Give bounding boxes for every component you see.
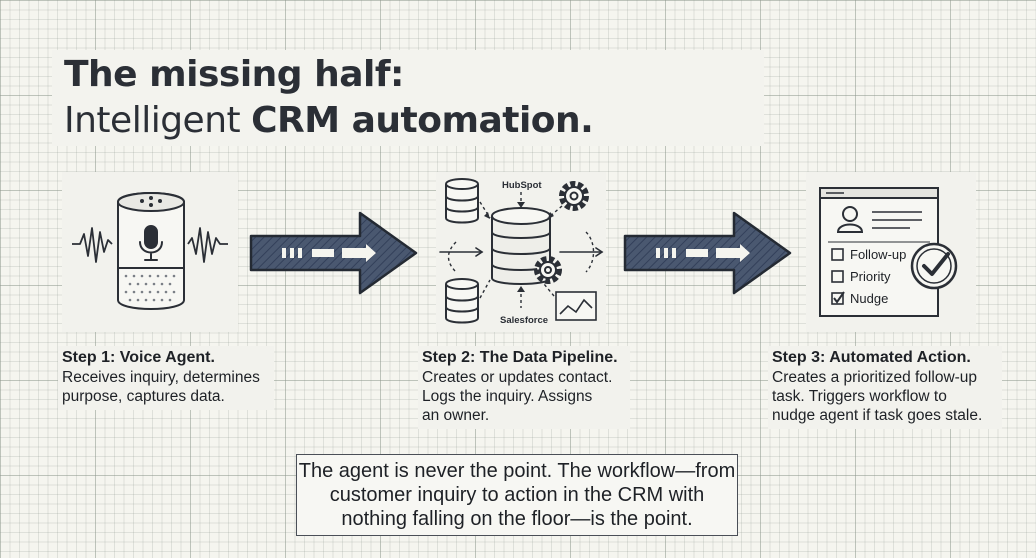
quote-line-1: The agent is never the point. The workfl… [298,460,736,482]
quote-line-2: customer inquiry to action in the CRM wi… [329,484,705,506]
step-3-icon-panel: Follow-up Priority Nudge [806,172,976,332]
step-1-desc-line-1: Receives inquiry, determines [62,369,260,386]
title-panel: The missing half: Intelligent CRM automa… [52,50,764,146]
hubspot-label: HubSpot [502,180,542,191]
step-1-desc-line-2: purpose, captures data. [62,388,225,405]
database-pipeline-icon: HubSpot Salesforce [439,178,604,326]
title-line-2-prefix: Intelligent [64,100,252,141]
flow-arrow-icon [249,211,418,295]
flow-arrow-1 [248,210,420,296]
title-line-2: Intelligent CRM automation. [64,100,594,141]
checklist-item-followup: Follow-up [850,247,906,262]
step-2-text: Step 2: The Data Pipeline. Creates or up… [418,346,630,429]
step-2-desc-line-2: Logs the inquiry. Assigns [422,388,593,405]
task-checklist-icon: Follow-up Priority Nudge [819,187,958,317]
flow-arrow-2 [622,210,794,296]
step-1-text: Step 1: Voice Agent. Receives inquiry, d… [58,346,274,410]
quote-line-3: nothing falling on the floor—is the poin… [341,508,693,530]
checklist-item-nudge: Nudge [850,291,888,306]
step-3-desc-line-2: task. Triggers workflow to [772,388,947,405]
title-line-2-bold: CRM automation. [251,100,594,141]
step-2-desc-line-3: an owner. [422,407,490,424]
title-line-1: The missing half: [64,54,404,95]
smart-speaker-icon [72,192,228,310]
step-2-title: Step 2: The Data Pipeline. [422,349,618,366]
salesforce-label: Salesforce [500,315,548,326]
summary-quote-box: The agent is never the point. The workfl… [296,454,738,536]
flow-arrow-icon [623,211,792,295]
step-2-icon-panel: HubSpot Salesforce [436,172,606,332]
checklist-item-priority: Priority [850,269,891,284]
step-2-desc-line-1: Creates or updates contact. [422,369,613,386]
step-3-title: Step 3: Automated Action. [772,349,971,366]
step-1-icon-panel [62,172,238,332]
step-3-desc-line-3: nudge agent if task goes stale. [772,407,983,424]
step-3-text: Step 3: Automated Action. Creates a prio… [768,346,1002,429]
step-1-title: Step 1: Voice Agent. [62,349,215,366]
step-3-desc-line-1: Creates a prioritized follow-up [772,369,978,386]
